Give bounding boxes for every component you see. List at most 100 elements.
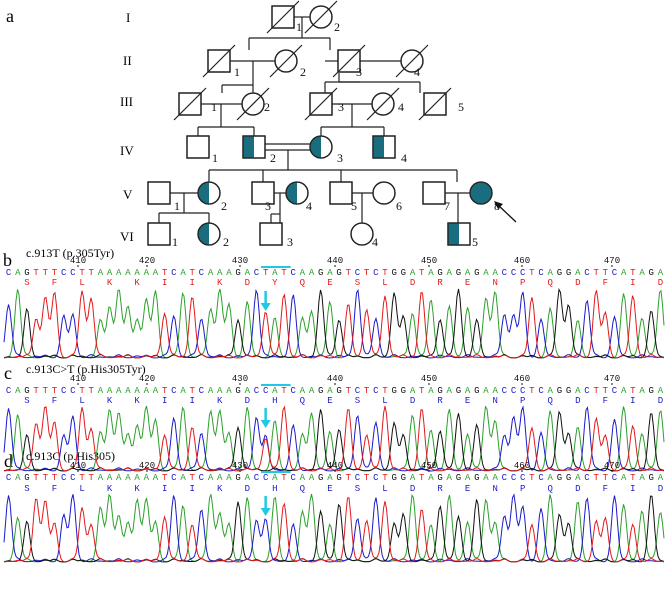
base-call: A	[116, 268, 122, 278]
individual-number: 1	[172, 235, 178, 249]
base-call: T	[630, 386, 636, 396]
male-outline	[447, 222, 471, 246]
amino-acid: F	[52, 278, 57, 288]
position-tick-label: 440	[327, 256, 343, 266]
base-call: G	[401, 268, 406, 278]
amino-acid: L	[79, 278, 84, 288]
base-call: T	[281, 386, 287, 396]
amino-acid: Y	[272, 278, 278, 288]
amino-acid: L	[79, 484, 84, 494]
female-outline	[241, 92, 265, 116]
base-call: A	[144, 386, 150, 396]
trace-G	[3, 495, 665, 563]
base-call: C	[263, 473, 269, 483]
amino-acid: K	[134, 278, 140, 288]
base-call: A	[492, 386, 498, 396]
base-call: T	[529, 473, 535, 483]
amino-acid: Q	[548, 484, 553, 494]
base-call: T	[189, 386, 195, 396]
base-call: T	[79, 386, 85, 396]
base-call: G	[456, 473, 461, 483]
individual-number: 3	[265, 199, 271, 213]
male-outline	[422, 181, 446, 205]
female-outline	[469, 181, 493, 205]
amino-acid: K	[107, 396, 113, 406]
base-call: A	[300, 386, 306, 396]
base-call: T	[419, 386, 425, 396]
base-call: A	[272, 386, 278, 396]
base-call: A	[447, 268, 453, 278]
base-call: C	[171, 268, 177, 278]
base-call: A	[575, 268, 581, 278]
base-call: T	[162, 386, 168, 396]
base-call: T	[346, 268, 352, 278]
base-call: A	[107, 268, 113, 278]
male-outline	[309, 92, 333, 116]
base-call: T	[603, 268, 609, 278]
base-call: C	[171, 473, 177, 483]
base-call: T	[593, 473, 599, 483]
gen-label-III: III	[120, 94, 133, 109]
base-call: T	[346, 386, 352, 396]
base-call: T	[89, 268, 95, 278]
base-call: G	[649, 268, 654, 278]
individual-27: 4	[350, 222, 378, 249]
base-call: C	[290, 268, 296, 278]
base-call: A	[483, 386, 489, 396]
individual-number: 3	[356, 65, 362, 79]
male-outline	[329, 181, 353, 205]
base-call: A	[245, 386, 251, 396]
base-call: T	[189, 268, 195, 278]
base-call: A	[410, 268, 416, 278]
amino-acid: S	[24, 278, 29, 288]
base-call: G	[235, 473, 240, 483]
base-call: A	[327, 386, 333, 396]
amino-acid: S	[355, 396, 360, 406]
base-call: A	[428, 268, 434, 278]
individual-24: 1	[147, 222, 178, 249]
base-call: A	[272, 268, 278, 278]
amino-acid: N	[492, 484, 497, 494]
individual-number: 2	[334, 20, 340, 34]
individual-number: 3	[338, 100, 344, 114]
mutation-arrowhead	[260, 508, 271, 516]
individual-13: 2	[242, 135, 276, 165]
gen-label-IV: IV	[120, 143, 134, 158]
amino-acid: F	[52, 396, 57, 406]
base-call: A	[428, 386, 434, 396]
individual-22: 7	[422, 181, 450, 213]
individual-9: 3	[304, 87, 344, 121]
base-call: C	[199, 473, 205, 483]
proband-arrow	[496, 203, 517, 223]
base-call: G	[235, 386, 240, 396]
base-call: C	[263, 386, 269, 396]
individual-number: 5	[458, 100, 464, 114]
position-tick-label: 460	[514, 374, 530, 384]
amino-acid: I	[630, 484, 635, 494]
individual-number: 2	[300, 65, 306, 79]
base-call: A	[153, 268, 159, 278]
male-outline	[372, 135, 396, 159]
individual-19: 4	[285, 181, 312, 213]
base-call: T	[529, 268, 535, 278]
amino-acid: I	[162, 278, 167, 288]
base-call: A	[217, 386, 223, 396]
gen-label-VI: VI	[120, 229, 134, 244]
base-call: A	[116, 473, 122, 483]
base-call: C	[520, 386, 526, 396]
female-outline	[372, 181, 396, 205]
base-call: A	[217, 473, 223, 483]
position-tick-label: 440	[327, 461, 343, 471]
base-call: C	[538, 386, 544, 396]
mutation-arrowhead	[260, 303, 271, 311]
amino-acid: R	[437, 278, 443, 288]
base-call: C	[199, 268, 205, 278]
base-call: G	[557, 386, 562, 396]
individual-3: 1	[202, 44, 240, 79]
base-call: A	[217, 268, 223, 278]
base-call: G	[437, 386, 442, 396]
individual-number: 3	[287, 235, 293, 249]
base-call: G	[318, 473, 323, 483]
base-call: A	[245, 473, 251, 483]
